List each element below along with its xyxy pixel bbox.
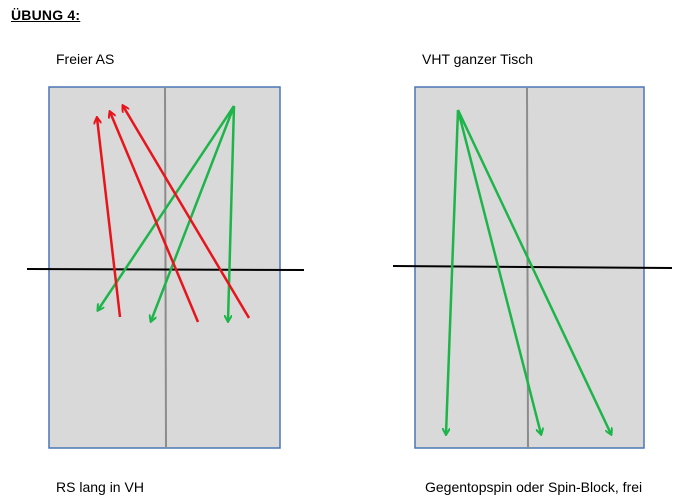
- green-arrow: [151, 105, 236, 321]
- left-net: [26, 268, 305, 271]
- right-bottom-label: Gegentopspin oder Spin-Block, frei: [425, 479, 643, 495]
- right-green-arrows: [446, 109, 611, 434]
- green-arrow: [446, 109, 460, 434]
- left-table: [26, 86, 305, 449]
- left-top-label: Freier AS: [56, 51, 115, 67]
- green-arrow: [456, 109, 611, 434]
- left-bottom-label: RS lang in VH: [56, 479, 144, 495]
- green-arrow: [98, 105, 236, 310]
- left-center-line: [164, 86, 167, 449]
- red-arrow: [97, 118, 122, 318]
- exercise-title: ÜBUNG 4:: [11, 7, 81, 23]
- right-top-label: VHT ganzer Tisch: [422, 51, 534, 67]
- left-red-arrows: [97, 106, 251, 323]
- red-arrow: [123, 106, 251, 319]
- red-arrow: [110, 112, 200, 323]
- right-center-line: [526, 87, 529, 450]
- green-arrow: [456, 109, 541, 434]
